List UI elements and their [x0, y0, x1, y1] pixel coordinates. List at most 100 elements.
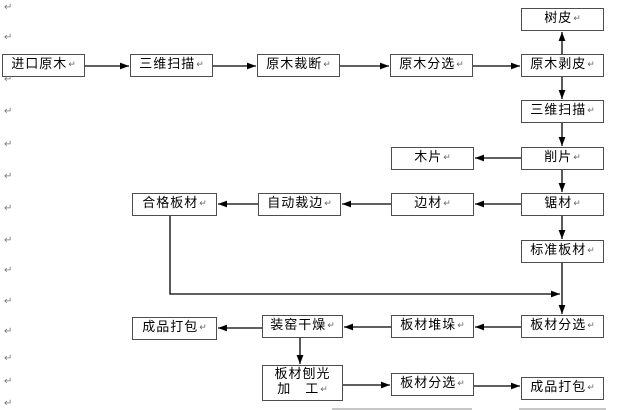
paragraph-return-mark-icon: ↵: [4, 32, 13, 43]
paragraph-return-mark-icon: ↵: [4, 139, 13, 150]
connector-standard-boards-to-board-sorting-1: [558, 263, 566, 314]
return-mark-icon: ↵: [573, 199, 581, 209]
node-label: 标准板材: [530, 243, 587, 258]
connector-auto-trimming-to-qualified-boards: [218, 200, 258, 208]
return-mark-icon: ↵: [196, 60, 204, 70]
connector-board-sorting-2-to-product-packing-2: [474, 382, 520, 390]
return-mark-icon: ↵: [443, 199, 451, 209]
node-label: 成品打包: [142, 320, 199, 335]
connector-board-stacking-to-kiln-drying: [344, 323, 391, 331]
return-mark-icon: ↵: [587, 321, 595, 331]
node-label: 板材分选: [400, 376, 457, 391]
node-label: 自动裁边: [267, 196, 324, 211]
paragraph-return-mark-icon: ↵: [4, 296, 13, 307]
paragraph-return-mark-icon: ↵: [4, 74, 13, 85]
node-label: 边材: [414, 196, 443, 211]
flow-node-scan-1[interactable]: 三维扫描↵: [130, 54, 213, 77]
return-mark-icon: ↵: [587, 106, 595, 116]
flow-node-sawing[interactable]: 锯材↵: [521, 193, 604, 216]
flow-node-board-sorting-2[interactable]: 板材分选↵: [391, 373, 474, 396]
connector-edge-strips-to-auto-trimming: [342, 200, 391, 208]
flow-node-log-sorting[interactable]: 原木分选↵: [390, 54, 473, 77]
return-mark-icon: ↵: [324, 199, 332, 209]
node-label: 装窑干燥: [270, 318, 327, 333]
return-mark-icon: ↵: [587, 246, 595, 256]
connector-kiln-drying-to-board-planing: [296, 338, 304, 364]
node-label: 板材分选: [530, 318, 587, 333]
connector-log-debarking-to-bark: [558, 32, 566, 54]
flow-node-log-debarking[interactable]: 原木剥皮↵: [521, 54, 604, 77]
paragraph-return-mark-icon: ↵: [4, 171, 13, 182]
node-label: 木片: [414, 150, 443, 165]
node-label: 原木分选: [399, 57, 456, 72]
return-mark-icon: ↵: [587, 383, 595, 393]
connector-sawing-to-edge-strips: [475, 200, 521, 208]
node-label: 削片: [544, 150, 573, 165]
connector-board-planing-to-board-sorting-2: [343, 381, 390, 389]
paragraph-return-mark-icon: ↵: [4, 203, 13, 214]
connector-imported-logs-to-scan-1: [85, 62, 129, 70]
return-mark-icon: ↵: [443, 153, 451, 163]
connector-kiln-drying-to-product-packing-1: [218, 324, 262, 332]
node-label: 进口原木: [11, 57, 68, 72]
connector-log-debarking-to-scan-2: [558, 77, 566, 99]
return-mark-icon: ↵: [327, 321, 335, 331]
node-label: 锯材: [544, 196, 573, 211]
flow-node-qualified-boards[interactable]: 合格板材↵: [132, 193, 217, 216]
connector-scan-2-to-chipping: [558, 123, 566, 146]
return-mark-icon: ↵: [199, 199, 207, 209]
return-mark-icon: ↵: [320, 385, 328, 395]
paragraph-return-mark-icon: ↵: [4, 106, 13, 117]
paragraph-return-mark-icon: ↵: [4, 235, 13, 246]
node-label: 加 工: [277, 382, 320, 397]
return-mark-icon: ↵: [587, 60, 595, 70]
flow-node-auto-trimming[interactable]: 自动裁边↵: [258, 193, 341, 216]
node-label: 板材堆垛: [400, 318, 457, 333]
return-mark-icon: ↵: [457, 321, 465, 331]
node-label: 三维扫描: [530, 103, 587, 118]
connector-scan-1-to-log-cutting: [213, 62, 256, 70]
flow-node-standard-boards[interactable]: 标准板材↵: [521, 240, 604, 263]
return-mark-icon: ↵: [68, 60, 76, 70]
connector-board-sorting-1-to-board-stacking: [475, 323, 521, 331]
flow-node-board-sorting-1[interactable]: 板材分选↵: [521, 315, 604, 338]
flow-node-product-packing-1[interactable]: 成品打包↵: [132, 317, 217, 340]
return-mark-icon: ↵: [457, 379, 465, 389]
paragraph-return-mark-icon: ↵: [4, 353, 13, 364]
connector-qualified-boards-to-board-sorting-1: [169, 216, 560, 298]
flow-node-chipping[interactable]: 削片↵: [521, 147, 604, 170]
connector-chipping-to-sawing: [558, 170, 566, 192]
connector-chipping-to-wood-chips: [475, 154, 521, 162]
paragraph-return-mark-icon: ↵: [4, 398, 13, 409]
node-label: 成品打包: [530, 380, 587, 395]
connector-log-sorting-to-log-debarking: [473, 62, 520, 70]
flow-node-bark[interactable]: 树皮↵: [521, 8, 604, 31]
connector-log-cutting-to-log-sorting: [340, 62, 389, 70]
cutoff-box-top-edge: [519, 408, 606, 410]
node-label: 板材刨光: [274, 367, 331, 382]
return-mark-icon: ↵: [323, 60, 331, 70]
flow-node-scan-2[interactable]: 三维扫描↵: [521, 100, 604, 123]
return-mark-icon: ↵: [456, 60, 464, 70]
flow-node-board-stacking[interactable]: 板材堆垛↵: [391, 315, 474, 338]
connector-sawing-to-standard-boards: [558, 216, 566, 239]
flow-node-log-cutting[interactable]: 原木裁断↵: [257, 54, 340, 77]
flow-node-board-planing[interactable]: 板材刨光加 工↵: [262, 365, 343, 401]
node-label: 树皮: [544, 11, 573, 26]
return-mark-icon: ↵: [199, 323, 207, 333]
node-label: 原木裁断: [266, 57, 323, 72]
flow-node-wood-chips[interactable]: 木片↵: [391, 147, 474, 170]
paragraph-return-mark-icon: ↵: [4, 376, 13, 387]
cutoff-box-top-edge: [332, 408, 472, 410]
return-mark-icon: ↵: [573, 153, 581, 163]
flow-node-kiln-drying[interactable]: 装窑干燥↵: [262, 315, 343, 338]
flow-node-imported-logs[interactable]: 进口原木↵: [2, 54, 85, 77]
paragraph-return-mark-icon: ↵: [4, 265, 13, 276]
flow-node-edge-strips[interactable]: 边材↵: [391, 193, 474, 216]
flow-node-product-packing-2[interactable]: 成品打包↵: [521, 377, 604, 400]
node-label: 合格板材: [142, 196, 199, 211]
return-mark-icon: ↵: [573, 14, 581, 24]
paragraph-return-mark-icon: ↵: [4, 2, 13, 13]
